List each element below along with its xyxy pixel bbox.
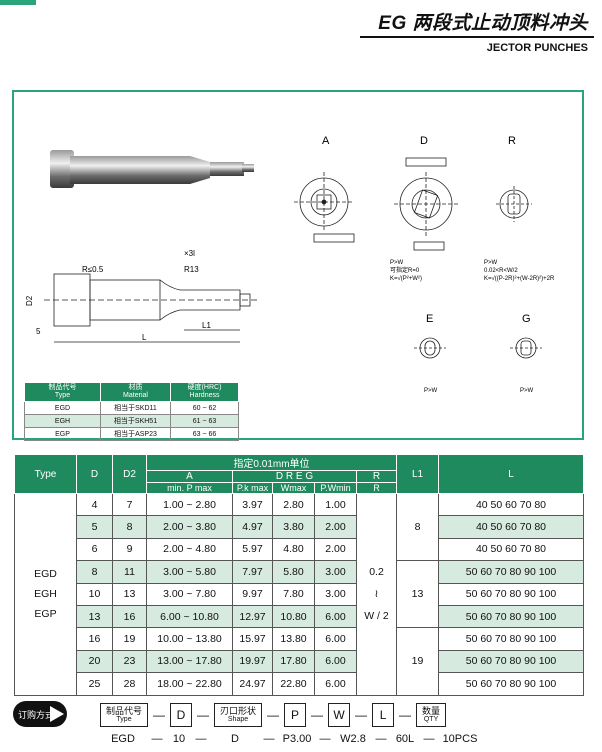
header-pw-min: P.Wmin xyxy=(314,482,357,494)
label-d-chamfer: ×3l xyxy=(184,249,195,258)
page-title: EG 两段式止动顶料冲头 xyxy=(378,13,588,34)
view-d xyxy=(394,157,458,251)
view-r-label: R xyxy=(508,135,516,147)
view-g xyxy=(510,337,542,359)
view-e xyxy=(414,337,446,359)
view-g-label: G xyxy=(522,313,531,325)
order-field-l: L xyxy=(372,703,395,727)
label-r13: R13 xyxy=(184,265,199,274)
order-example-row: EGD — 10 — D — P3.00 — W2.8 — 60L — 10PC… xyxy=(111,733,478,745)
spec-table: Type D D2 指定0.01mm单位 L1 L A D R E G R mi… xyxy=(14,454,584,696)
view-r xyxy=(496,186,532,222)
label-d2: D2 xyxy=(25,295,34,306)
header-l1: L1 xyxy=(396,454,439,494)
order-method-label: 订购方式 xyxy=(18,709,54,721)
note-e: P>W xyxy=(424,388,438,394)
order-field-w: W xyxy=(328,703,351,727)
label-l1: L1 xyxy=(202,321,211,330)
title-rule xyxy=(360,36,594,38)
view-e-label: E xyxy=(426,313,433,325)
l1-cell: 19 xyxy=(396,627,439,696)
view-a-label: A xyxy=(322,135,330,147)
header-dreg: D R E G xyxy=(232,470,357,483)
header-d2: D2 xyxy=(112,454,147,494)
header-w-max: Wmax xyxy=(272,482,315,494)
header-a: A xyxy=(146,470,233,483)
technical-drawing: R≤0.5 R13 ×3l D2 5 L L1 A D P>W 可指定R=0 K… xyxy=(25,135,555,394)
note-r-3: K=√((P-2R)²+(W-2R)²)+2R xyxy=(484,275,555,282)
side-view xyxy=(44,273,260,343)
header-unit-note: 指定0.01mm单位 xyxy=(146,454,397,471)
label-five: 5 xyxy=(36,327,41,336)
punch-3d-image xyxy=(50,150,254,188)
order-method-icon: 订购方式 xyxy=(13,701,67,727)
mat-header-hardness: 硬度(HRC)Hardness xyxy=(170,382,239,402)
note-g: P>W xyxy=(520,388,534,394)
header-r: R xyxy=(356,470,397,483)
l1-cell: 8 xyxy=(396,492,439,562)
l1-cell: 13 xyxy=(396,560,439,629)
technical-drawing-panel: R≤0.5 R13 ×3l D2 5 L L1 A D P>W 可指定R=0 K… xyxy=(12,90,584,441)
header-d: D xyxy=(76,454,113,494)
page-subtitle: JECTOR PUNCHES xyxy=(486,42,588,54)
header-min-p-max: min. P max xyxy=(146,482,233,494)
note-r-2: 0.02<R<W/2 xyxy=(484,268,518,274)
view-a xyxy=(294,172,355,243)
header-r2: R xyxy=(356,482,397,494)
label-l: L xyxy=(142,333,147,342)
order-field-d: D xyxy=(170,703,193,727)
brand-mark xyxy=(0,0,36,5)
header-pk-max: P.k max xyxy=(232,482,273,494)
note-d-2: 可指定R=0 xyxy=(390,266,420,274)
header-l: L xyxy=(438,454,584,494)
label-r-le-05: R≤0.5 xyxy=(82,265,104,274)
note-d-3: K=√(P²+W²) xyxy=(390,275,422,282)
header-type: Type xyxy=(14,454,77,494)
view-d-label: D xyxy=(420,135,428,147)
r-value-cell: 0.2≀W / 2 xyxy=(356,493,397,696)
order-field-p: P xyxy=(284,703,307,727)
note-d-1: P>W xyxy=(390,260,404,266)
note-r-1: P>W xyxy=(484,260,498,266)
